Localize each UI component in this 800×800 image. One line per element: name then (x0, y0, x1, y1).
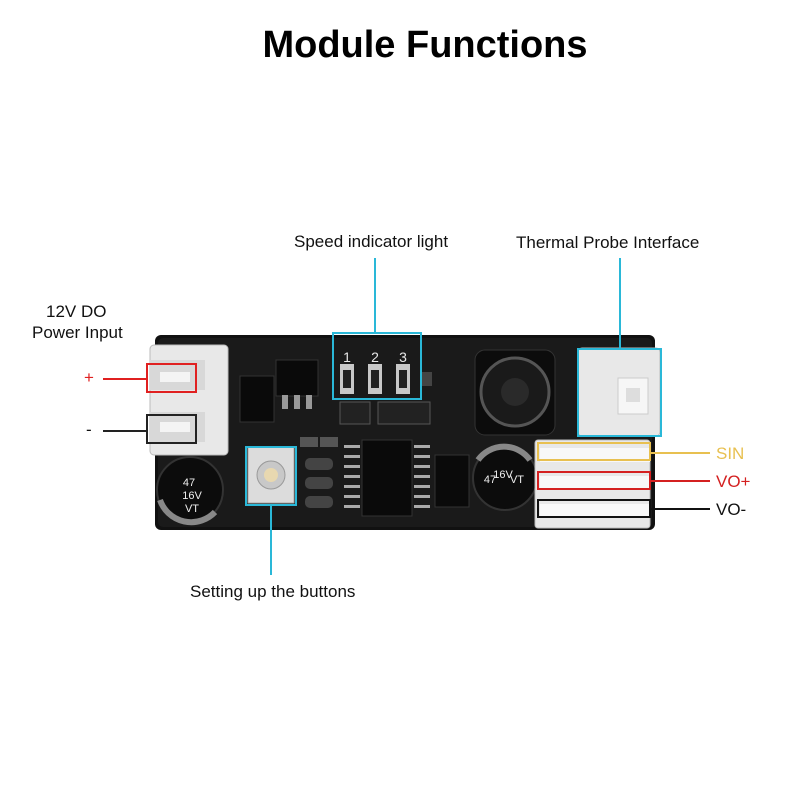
setting-buttons-label: Setting up the buttons (190, 582, 356, 601)
led-number-1: 1 (343, 349, 351, 365)
led-number-3: 3 (399, 349, 407, 365)
cap-left-value: 47 (183, 477, 195, 489)
cap-left-voltage: 16V (182, 490, 202, 502)
vo-minus-label: VO- (716, 500, 747, 519)
cap-right-voltage: 16V (493, 469, 513, 481)
plus-label: + (84, 368, 94, 387)
led-number-2: 2 (371, 349, 379, 365)
sin-label: SIN (716, 444, 745, 463)
cap-right-series: VT (510, 474, 524, 486)
page-title: Module Functions (262, 24, 588, 66)
power-input-label-line1: 12V DO (46, 302, 107, 321)
minus-label: - (86, 420, 92, 439)
power-input-label-line2: Power Input (32, 323, 123, 342)
sin-callout-box (537, 442, 651, 461)
speed-indicator-label: Speed indicator light (294, 232, 449, 251)
minus-callout-box (146, 414, 197, 444)
vo-plus-label: VO+ (716, 472, 751, 491)
cap-right-value: 47 (484, 474, 496, 486)
speed-indicator-callout-box (332, 332, 422, 400)
cap-left-series: VT (185, 503, 199, 515)
ic-chip (361, 439, 413, 517)
thermal-probe-label: Thermal Probe Interface (516, 233, 700, 252)
